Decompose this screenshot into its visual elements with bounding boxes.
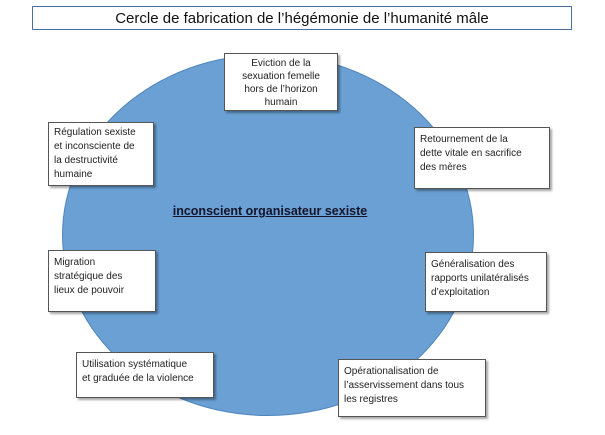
node-line: les registres	[344, 394, 398, 405]
node-line: la destructivité	[54, 155, 118, 166]
node-line: l’asservissement dans tous	[344, 380, 465, 391]
node-line: hors de l’horizon	[244, 84, 318, 95]
node-line: humaine	[54, 169, 93, 180]
diagram-title-text: Cercle de fabrication de l’hégémonie de …	[115, 9, 489, 27]
node-line: Opérationalisation de	[344, 366, 439, 377]
node-line: Migration	[54, 257, 96, 268]
node-line: lieux de pouvoir	[54, 285, 125, 296]
node-retournement: Retournement de la dette vitale en sacri…	[414, 127, 550, 189]
node-line: stratégique des	[54, 271, 123, 282]
center-label: inconscient organisateur sexiste	[172, 204, 368, 218]
node-line: Généralisation des	[431, 259, 515, 270]
node-eviction: Eviction de la sexuation femelle hors de…	[224, 53, 338, 111]
node-generalisation: Généralisation des rapports unilatéralis…	[425, 252, 547, 312]
node-line: sexuation femelle	[242, 71, 320, 82]
node-line: Eviction de la	[251, 58, 311, 69]
node-utilisation: Utilisation systématique et graduée de l…	[76, 352, 214, 398]
node-operationalisation: Opérationalisation de l’asservissement d…	[338, 359, 486, 417]
node-line: Retournement de la	[420, 134, 508, 145]
node-line: Régulation sexiste	[54, 127, 136, 138]
node-line: et graduée de la violence	[82, 373, 194, 384]
node-line: dette vitale en sacrifice	[420, 148, 522, 159]
node-line: Utilisation systématique	[82, 359, 188, 370]
node-line: d’exploitation	[431, 287, 490, 298]
diagram-title: Cercle de fabrication de l’hégémonie de …	[32, 6, 572, 30]
node-migration: Migration stratégique des lieux de pouvo…	[48, 250, 156, 312]
node-line: des mères	[420, 162, 467, 173]
node-line: humain	[264, 97, 298, 108]
node-line: et inconsciente de	[54, 141, 135, 152]
node-line: rapports unilatéralisés	[431, 273, 529, 284]
node-regulation: Régulation sexiste et inconsciente de la…	[48, 122, 154, 186]
